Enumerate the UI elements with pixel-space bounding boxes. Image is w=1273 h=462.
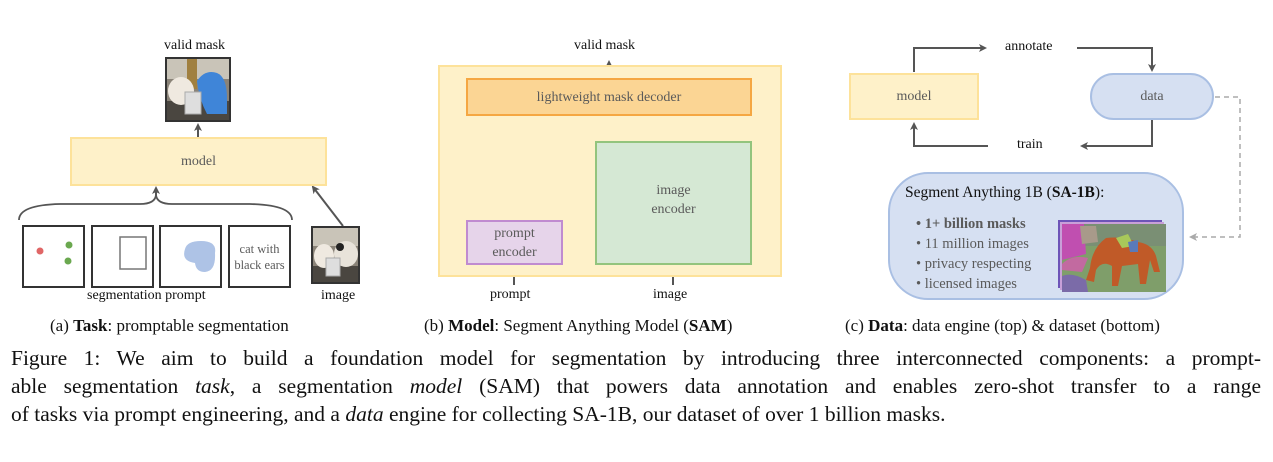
dataset-bullet-list: • 1+ billion masks • 11 million images • p… — [916, 214, 1031, 294]
caption-text: Figure 1: We aim to build a foundation m… — [11, 346, 1261, 370]
prompt-encoder-label: encoder — [492, 244, 537, 260]
panel-a-image-label: image — [321, 288, 356, 303]
image-encoder-box: image encoder — [595, 141, 752, 265]
data-box: data — [1090, 73, 1214, 120]
dataset-bullet: • 1+ billion masks — [916, 216, 1026, 232]
model-label: model — [181, 154, 216, 169]
caption-rest: : promptable segmentation — [107, 316, 289, 335]
prompt-text-box: cat with black ears — [228, 225, 291, 288]
panel-b-caption: (b) Model: Segment Anything Model (SAM) — [424, 316, 732, 336]
caption-emphasis: data — [345, 402, 384, 426]
prompt-text-line: cat with — [239, 241, 280, 256]
dataset-bullet: • privacy respecting — [916, 256, 1032, 272]
caption-line: of tasks via prompt engineering, and a d… — [11, 400, 1261, 428]
cat-image — [313, 228, 358, 282]
arrow-image-to-model — [311, 185, 344, 227]
mask-blob-icon — [184, 241, 216, 272]
prompts-brace — [18, 194, 293, 221]
mask-decoder-label: lightweight mask decoder — [536, 89, 682, 105]
prompt-points-box — [22, 225, 85, 288]
prompt-box-box — [91, 225, 154, 288]
dataset-bullet: • licensed images — [916, 276, 1017, 292]
caption-text: able segmentation — [11, 374, 196, 398]
image-encoder-label: image — [656, 183, 691, 198]
caption-end: ) — [726, 316, 733, 335]
caption-prefix: (a) — [50, 316, 74, 335]
horse-mask-image — [1062, 224, 1166, 292]
caption-text: , a segmentation — [229, 374, 410, 398]
dataset-box: Segment Anything 1B (SA-1B): • 1+ billio… — [888, 172, 1184, 300]
prompts-label: segmentation prompt — [87, 288, 206, 303]
figure-caption: Figure 1: We aim to build a foundation m… — [11, 344, 1261, 428]
dataset-bullet: • 11 million images — [916, 236, 1029, 252]
prompt-mask-box — [159, 225, 222, 288]
panel-a-model-box: model — [70, 137, 327, 186]
prompt-encoder-box: prompt encoder — [466, 220, 563, 265]
dataset-sample-stack — [1058, 220, 1166, 292]
image-encoder-label: encoder — [651, 202, 696, 217]
panel-b-output-label: valid mask — [574, 38, 636, 53]
arrow-train-up — [910, 122, 988, 147]
arrow-train — [1080, 120, 1153, 150]
caption-prefix: (c) — [845, 316, 869, 335]
mask-decoder-box: lightweight mask decoder — [466, 78, 752, 116]
caption-text: (SAM) that powers data annotation and en… — [462, 374, 1261, 398]
data-label: data — [1140, 89, 1164, 104]
caption-rest: : data engine (top) & dataset (bottom) — [903, 316, 1160, 335]
arrow-annotate-down — [1077, 47, 1156, 72]
arrow-annotate — [913, 44, 987, 72]
caption-bold: Task — [73, 316, 108, 335]
caption-line: able segmentation task, a segmentation m… — [11, 372, 1261, 400]
panel-a-output-label: valid mask — [164, 38, 226, 53]
caption-bold: Data — [868, 316, 904, 335]
panel-c-model-box: model — [849, 73, 979, 120]
bounding-box-icon — [119, 236, 147, 270]
dataset-title-prefix: Segment Anything 1B ( — [905, 184, 1052, 201]
positive-point-icon — [65, 241, 73, 249]
dataset-title-suffix: ): — [1094, 184, 1105, 201]
dashed-data-to-dataset — [1189, 96, 1241, 241]
positive-point-icon — [64, 257, 72, 265]
panel-c-caption: (c) Data: data engine (top) & dataset (b… — [845, 316, 1160, 336]
annotate-label: annotate — [1005, 39, 1053, 54]
model-label: model — [896, 89, 932, 104]
valid-mask-thumbnail — [165, 57, 231, 122]
caption-bold: SAM — [688, 316, 727, 335]
caption-emphasis: task — [195, 374, 230, 398]
panel-a-caption: (a) Task: promptable segmentation — [50, 316, 289, 336]
caption-text: of tasks via prompt engineering, and a — [11, 402, 346, 426]
caption-emphasis: model — [409, 374, 463, 398]
cat-mask-image — [167, 59, 229, 120]
train-label: train — [1017, 137, 1043, 152]
caption-line: Figure 1: We aim to build a foundation m… — [11, 344, 1261, 372]
dataset-title: Segment Anything 1B (SA-1B): — [905, 184, 1104, 202]
caption-text: engine for collecting SA-1B, our dataset… — [383, 402, 946, 426]
prompt-text-line: black ears — [234, 257, 285, 272]
caption-prefix: (b) — [424, 316, 449, 335]
dataset-title-bold: SA-1B — [1051, 184, 1095, 201]
caption-bold: Model — [448, 316, 495, 335]
input-image-thumbnail — [311, 226, 360, 284]
prompt-input-label: prompt — [490, 287, 531, 302]
prompt-encoder-label: prompt — [494, 225, 535, 241]
caption-mid: : Segment Anything Model ( — [494, 316, 689, 335]
negative-point-icon — [36, 247, 44, 255]
image-input-label: image — [653, 287, 688, 302]
